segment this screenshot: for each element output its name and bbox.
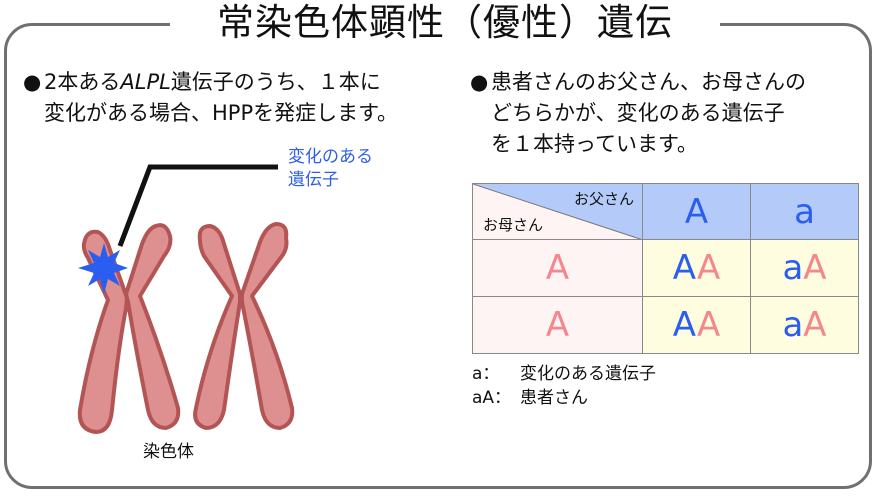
father-label: お父さん	[573, 190, 634, 208]
corner-cell: お父さん お母さん	[472, 183, 643, 240]
father-allele: A	[642, 183, 751, 240]
mutation-callout: 変化のある 遺伝子	[288, 147, 373, 190]
chromosome-diagram	[77, 164, 295, 434]
mother-allele: A	[472, 296, 643, 354]
chromatid	[193, 224, 242, 430]
legend-item: a：変化のある遺伝子	[472, 364, 656, 384]
chromosome-label: 染色体	[143, 442, 194, 462]
offspring-cell: AA	[642, 239, 751, 297]
offspring-cell: AA	[642, 296, 751, 354]
mother-allele: A	[472, 239, 643, 297]
bullet-icon: ●	[23, 70, 42, 94]
legend: a：変化のある遺伝子 aA：患者さん	[472, 362, 656, 410]
callout-line	[117, 164, 278, 247]
offspring-cell: aA	[750, 239, 859, 297]
punnett-square: お父さん お母さん A a A AA aA A AA aA	[472, 183, 859, 354]
offspring-cell: aA	[750, 296, 859, 354]
legend-item: aA：患者さん	[472, 388, 588, 408]
right-description: ●患者さんのお父さん、お母さんの どちらかが、変化のある遺伝子 を１本持っていま…	[470, 67, 870, 160]
bullet-icon: ●	[470, 70, 489, 94]
father-allele: a	[750, 183, 859, 240]
mother-label: お母さん	[483, 216, 544, 234]
left-description: ●2本あるALPL遺伝子のうち、１本に 変化がある場合、HPPを発症します。	[23, 67, 453, 129]
chromatid	[124, 223, 181, 430]
page-title: 常染色体顕性（優性）遺伝	[170, 0, 720, 46]
gene-name: ALPL	[120, 70, 171, 94]
mutation-star-icon	[78, 243, 128, 294]
chromatid	[240, 222, 295, 430]
